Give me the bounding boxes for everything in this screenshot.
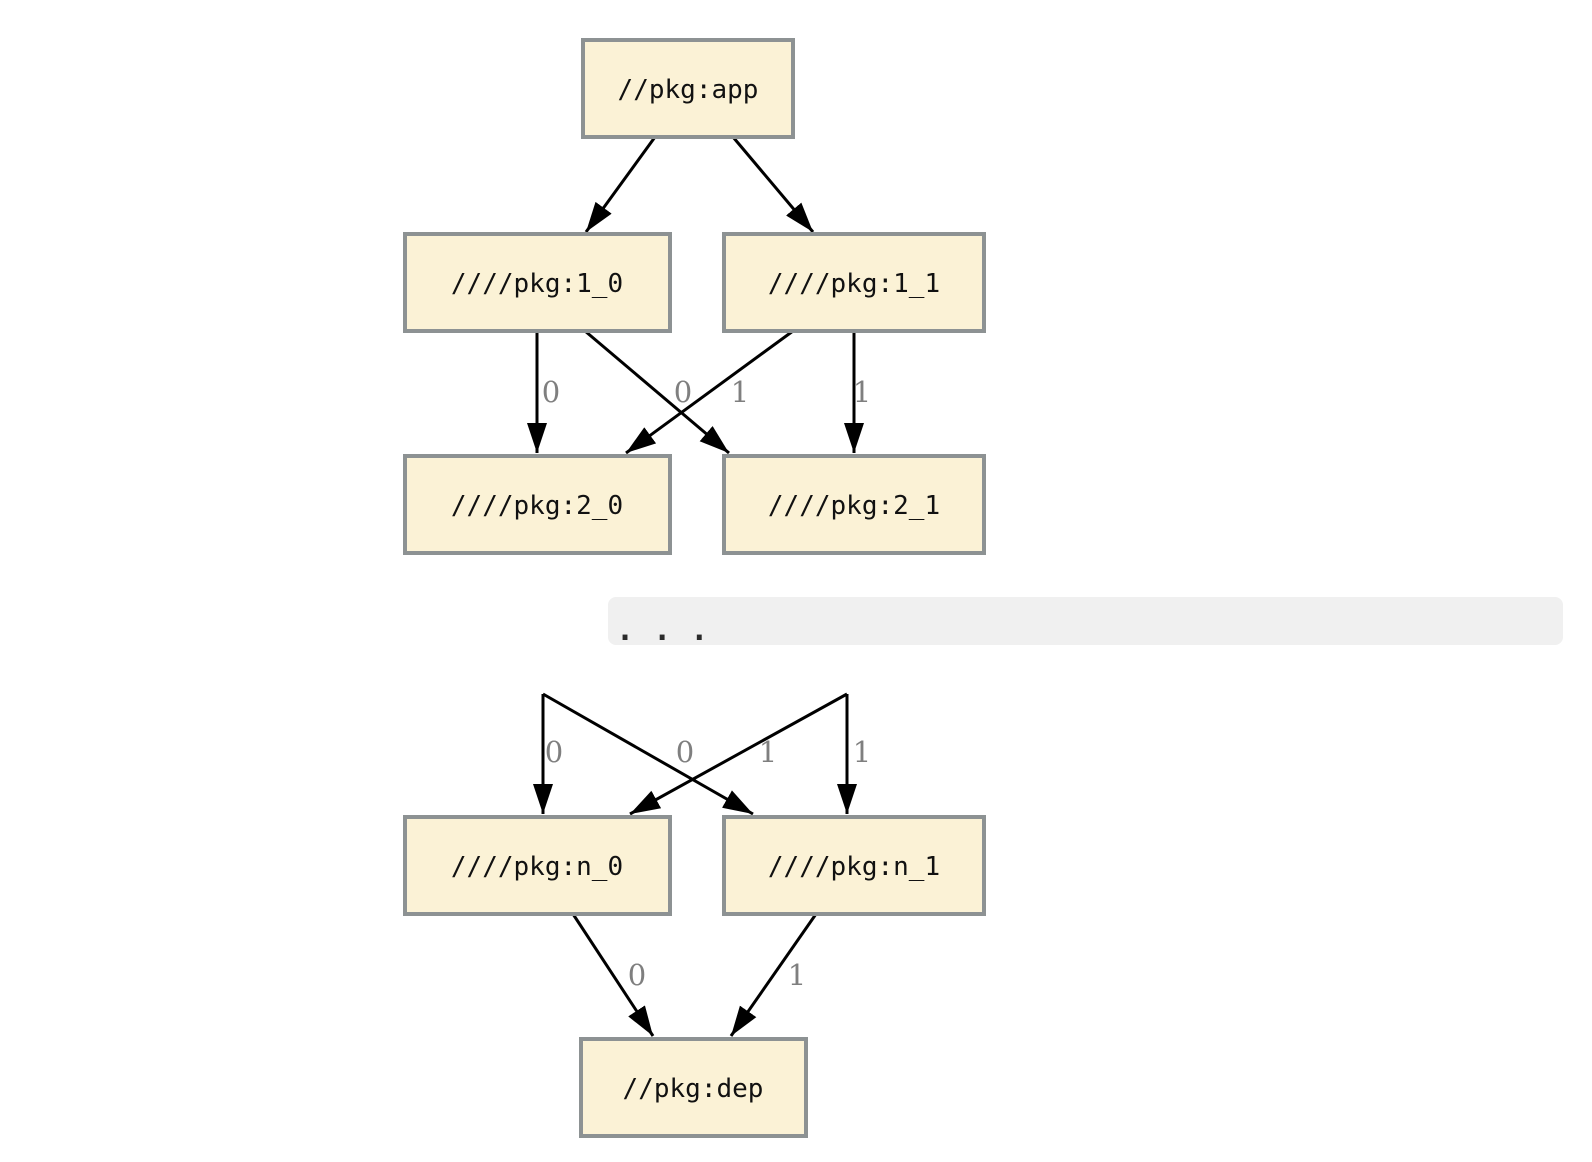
node-n_0: ////pkg:n_0 <box>403 815 672 916</box>
node-1_0-box <box>403 232 672 333</box>
node-2_0-label: ////pkg:2_0 <box>451 491 623 521</box>
edge-label-n_0-to-dep: 0 <box>628 958 646 992</box>
node-2_1: ////pkg:2_1 <box>722 454 986 555</box>
node-n_1: ////pkg:n_1 <box>722 815 986 916</box>
ellipsis-band-background <box>608 597 1563 645</box>
node-n_1-box <box>722 815 986 916</box>
node-2_1-label: ////pkg:2_1 <box>768 491 940 521</box>
edge-prev1-to-n_0 <box>629 692 848 816</box>
edges-prev-to-rown: 0 0 1 1 <box>533 692 871 816</box>
edge-1_0-to-2_1 <box>584 329 730 455</box>
node-1_1-box <box>722 232 986 333</box>
edge-prev0-to-n_1 <box>542 692 754 816</box>
edge-label-prev0-to-n_1: 1 <box>759 735 777 769</box>
edge-label-prev0-to-n_0: 0 <box>545 735 563 769</box>
edge-1_1-to-2_0 <box>625 329 794 455</box>
edge-label-1_0-to-2_0: 0 <box>542 375 560 409</box>
node-dep-box <box>579 1037 808 1138</box>
edge-label-prev1-to-n_1: 1 <box>853 735 871 769</box>
node-dep-label: //pkg:dep <box>623 1074 764 1104</box>
edge-app-to-1_1 <box>731 136 815 233</box>
edges-rown-to-dep: 0 1 <box>571 913 818 1037</box>
node-dep: //pkg:dep <box>579 1037 808 1138</box>
edge-label-1_1-to-2_1: 1 <box>853 375 871 409</box>
edge-label-n_1-to-dep: 1 <box>788 958 806 992</box>
node-2_1-box <box>722 454 986 555</box>
node-1_0: ////pkg:1_0 <box>403 232 672 333</box>
edges-row1-to-row2: 0 0 1 1 <box>527 329 871 455</box>
node-n_0-box <box>403 815 672 916</box>
edge-label-1_1-to-2_0: 0 <box>674 375 692 409</box>
node-1_1: ////pkg:1_1 <box>722 232 986 333</box>
node-n_1-label: ////pkg:n_1 <box>768 852 940 882</box>
node-1_0-label: ////pkg:1_0 <box>451 269 623 299</box>
node-app-box <box>581 38 795 139</box>
node-n_0-label: ////pkg:n_0 <box>451 852 623 882</box>
node-1_1-label: ////pkg:1_1 <box>768 269 940 299</box>
node-2_0: ////pkg:2_0 <box>403 454 672 555</box>
node-2_0-box <box>403 454 672 555</box>
edge-app-to-1_0 <box>584 136 657 233</box>
edge-label-1_0-to-2_1: 1 <box>731 375 749 409</box>
ellipsis-text: . . . <box>616 613 709 648</box>
node-app-label: //pkg:app <box>618 75 759 105</box>
node-app: //pkg:app <box>581 38 795 139</box>
edge-n_0-to-dep <box>571 913 655 1037</box>
ellipsis-band: . . . <box>608 597 1563 648</box>
edges-app-to-row1 <box>584 136 815 233</box>
edge-label-prev1-to-n_0: 0 <box>676 735 694 769</box>
edge-n_1-to-dep <box>729 913 818 1037</box>
